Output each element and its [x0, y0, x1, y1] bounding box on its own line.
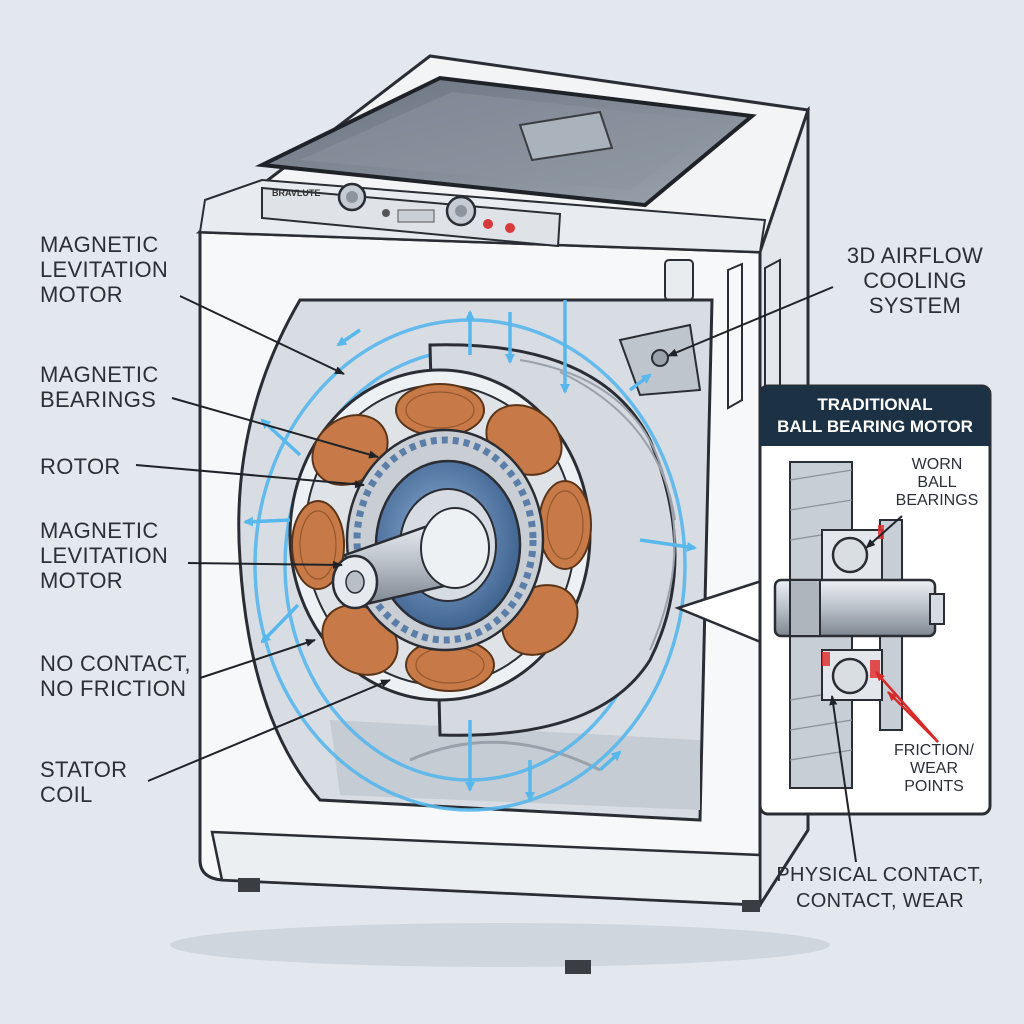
- inset-panel: [674, 384, 992, 863]
- brand-text: BRAVLUTE: [272, 188, 320, 198]
- label-friction-wear-points: FRICTION/ WEAR POINTS: [894, 742, 974, 795]
- label-magnetic-bearings: MAGNETIC BEARINGS: [40, 362, 159, 412]
- label-physical-contact: PHYSICAL CONTACT, CONTACT, WEAR: [776, 864, 984, 912]
- stator-coils: [291, 383, 592, 692]
- label-maglev-motor-mid: MAGNETIC LEVITATION MOTOR: [40, 518, 169, 593]
- label-rotor: ROTOR: [40, 454, 121, 479]
- label-no-contact: NO CONTACT, NO FRICTION: [40, 651, 191, 701]
- label-worn-ball-bearings: WORN BALL BEARINGS: [895, 456, 979, 509]
- leader-lines: [135, 286, 834, 782]
- label-maglev-motor-top: MAGNETIC LEVITATION MOTOR: [40, 232, 169, 307]
- label-stator-coil: STATOR COIL: [40, 757, 128, 807]
- label-airflow-cooling: 3D AIRFLOW COOLING SYSTEM: [846, 243, 984, 318]
- inset-title: TRADITIONAL BALL BEARING MOTOR: [760, 386, 990, 446]
